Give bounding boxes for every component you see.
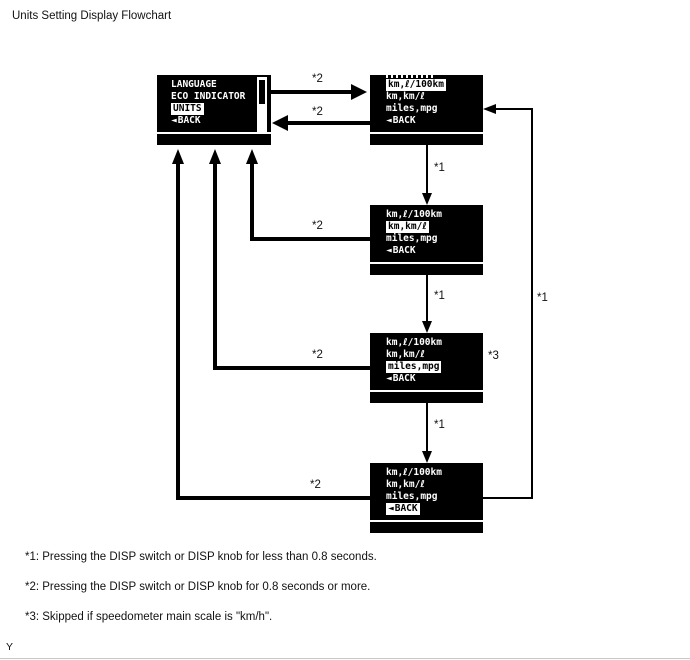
screen-units-l-per-100km: km,ℓ/100km km,km/ℓ miles,mpg ◄BACK: [370, 75, 483, 145]
label-long-press: *2: [312, 73, 323, 85]
back-arrow-icon: ◄: [388, 503, 394, 514]
units-row-km-per-l: km,km/ℓ: [386, 479, 425, 490]
screen-units-km-per-l: km,ℓ/100km km,km/ℓ miles,mpg ◄BACK: [370, 205, 483, 275]
units-row-miles-mpg: miles,mpg: [386, 491, 438, 502]
units-row-l-per-100km: km,ℓ/100km: [386, 337, 442, 348]
screen-units-back: km,ℓ/100km km,km/ℓ miles,mpg ◄BACK: [370, 463, 483, 533]
arrow-down-head-icon: [422, 193, 432, 205]
screen4-return-vertical: [176, 161, 180, 500]
footnote-2: *2: Pressing the DISP switch or DISP kno…: [25, 581, 371, 593]
arrow-units-to-menu-shaft: [288, 121, 370, 125]
screen2-return-horizontal: [250, 237, 370, 241]
units-row-miles-mpg: miles,mpg: [386, 233, 438, 244]
units-row-back: ◄BACK: [386, 373, 416, 384]
down-arrow-shaft: [426, 403, 428, 453]
arrow-up-head-icon: [172, 149, 184, 164]
screen-rows: km,ℓ/100km km,km/ℓ miles,mpg ◄BACK: [370, 75, 483, 127]
arrow-down-head-icon: [422, 451, 432, 463]
label-short-press: *1: [434, 162, 445, 174]
down-arrow-shaft: [426, 275, 428, 323]
down-arrow-shaft: [426, 145, 428, 195]
screen-rows: km,ℓ/100km km,km/ℓ miles,mpg ◄BACK: [370, 333, 483, 385]
back-arrow-icon: ◄: [386, 115, 392, 126]
back-arrow-icon: ◄: [386, 245, 392, 256]
units-row-km-per-l: km,km/ℓ: [386, 91, 425, 102]
menu-row-eco-indicator: ECO INDICATOR: [171, 91, 246, 102]
back-arrow-icon: ◄: [386, 373, 392, 384]
units-row-miles-mpg-selected: miles,mpg: [386, 361, 442, 373]
screen-settings-menu: LANGUAGE ECO INDICATOR UNITS ◄BACK: [157, 75, 271, 145]
scrollbar-thumb: [259, 80, 265, 104]
screen-units-miles-mpg: km,ℓ/100km km,km/ℓ miles,mpg ◄BACK: [370, 333, 483, 403]
units-row-l-per-100km-selected: km,ℓ/100km: [386, 79, 446, 91]
screen-separator-line: [157, 132, 271, 134]
units-row-back: ◄BACK: [386, 115, 416, 126]
arrow-down-head-icon: [422, 321, 432, 333]
units-row-l-per-100km: km,ℓ/100km: [386, 209, 442, 220]
arrow-up-head-icon: [246, 149, 258, 164]
loop-bottom-horizontal: [483, 497, 533, 499]
units-row-miles-mpg: miles,mpg: [386, 103, 438, 114]
units-row-km-per-l: km,km/ℓ: [386, 349, 425, 360]
arrow-menu-to-units-shaft: [271, 90, 352, 94]
screen-separator-line: [370, 262, 483, 264]
screen-rows: km,ℓ/100km km,km/ℓ miles,mpg ◄BACK: [370, 463, 483, 515]
units-row-back: ◄BACK: [386, 245, 416, 256]
clipped-text-artifact: [386, 75, 436, 78]
label-long-press: *2: [312, 349, 323, 361]
screen-separator-line: [370, 520, 483, 522]
label-short-press: *1: [434, 419, 445, 431]
screen-rows: LANGUAGE ECO INDICATOR UNITS ◄BACK: [157, 75, 271, 127]
label-short-press: *1: [537, 292, 548, 304]
loop-vertical: [531, 108, 533, 499]
menu-row-back: ◄BACK: [171, 115, 201, 126]
arrow-right-head-icon: [351, 84, 367, 100]
arrow-left-head-icon: [272, 115, 288, 131]
loop-top-horizontal: [496, 108, 533, 110]
screen-separator-line: [370, 132, 483, 134]
screen2-return-vertical: [250, 161, 254, 241]
menu-row-units-selected: UNITS: [171, 103, 204, 115]
back-arrow-icon: ◄: [171, 115, 177, 126]
menu-row-language: LANGUAGE: [171, 79, 217, 90]
screen-rows: km,ℓ/100km km,km/ℓ miles,mpg ◄BACK: [370, 205, 483, 257]
scrollbar: [257, 77, 267, 133]
label-long-press: *2: [312, 106, 323, 118]
footnote-1: *1: Pressing the DISP switch or DISP kno…: [25, 551, 377, 563]
label-skipped: *3: [488, 350, 499, 362]
screen3-return-vertical: [213, 161, 217, 370]
arrow-left-head-icon: [483, 104, 496, 114]
units-row-back-selected: ◄BACK: [386, 503, 420, 515]
screen-separator-line: [370, 390, 483, 392]
page-title: Units Setting Display Flowchart: [12, 10, 172, 22]
arrow-up-head-icon: [209, 149, 221, 164]
screen3-return-horizontal: [213, 366, 370, 370]
footnote-3: *3: Skipped if speedometer main scale is…: [25, 611, 273, 623]
units-row-l-per-100km: km,ℓ/100km: [386, 467, 442, 478]
footer-mark: Y: [6, 641, 14, 653]
page-bottom-edge: [0, 658, 690, 659]
screen4-return-horizontal: [176, 496, 370, 500]
label-long-press: *2: [312, 220, 323, 232]
label-long-press: *2: [310, 479, 321, 491]
units-row-km-per-l-selected: km,km/ℓ: [386, 221, 429, 233]
label-short-press: *1: [434, 290, 445, 302]
